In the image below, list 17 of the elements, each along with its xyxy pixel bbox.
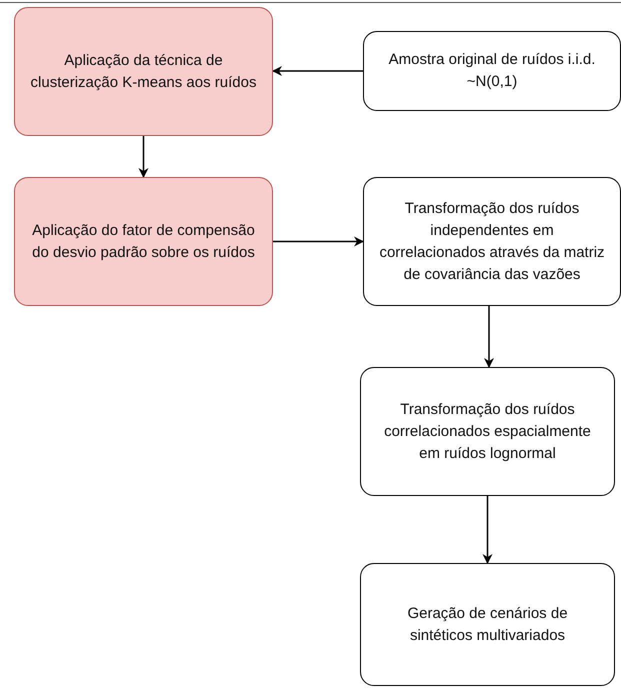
box-label: Geração de cenários de sintéticos multivariados: [406, 604, 569, 646]
process-box: [363, 177, 621, 306]
box-label: Aplicação do fator de compensão do desvio padrão sobre os ruídos: [31, 220, 256, 262]
arrow: [272, 66, 363, 76]
box-label: Transformação dos ruídos independentes em correlacionados através da matriz de covariância das vazões: [378, 198, 606, 284]
arrow: [138, 136, 148, 178]
process-box: [360, 563, 615, 686]
arrow: [484, 306, 494, 368]
box-label: Aplicação da técnica de clusterização K-means aos ruídos: [30, 50, 258, 92]
arrow: [273, 236, 364, 246]
process-box: [363, 31, 621, 111]
box-label: Amostra original de ruídos i.i.d. ~N(0,1): [388, 50, 596, 92]
arrow: [482, 496, 492, 564]
process-box: [14, 7, 273, 136]
box-label: Transformação dos ruídos correlacionados espacialmente em ruídos lognormal: [383, 400, 592, 464]
process-box: [14, 177, 273, 306]
process-box: [360, 367, 615, 496]
